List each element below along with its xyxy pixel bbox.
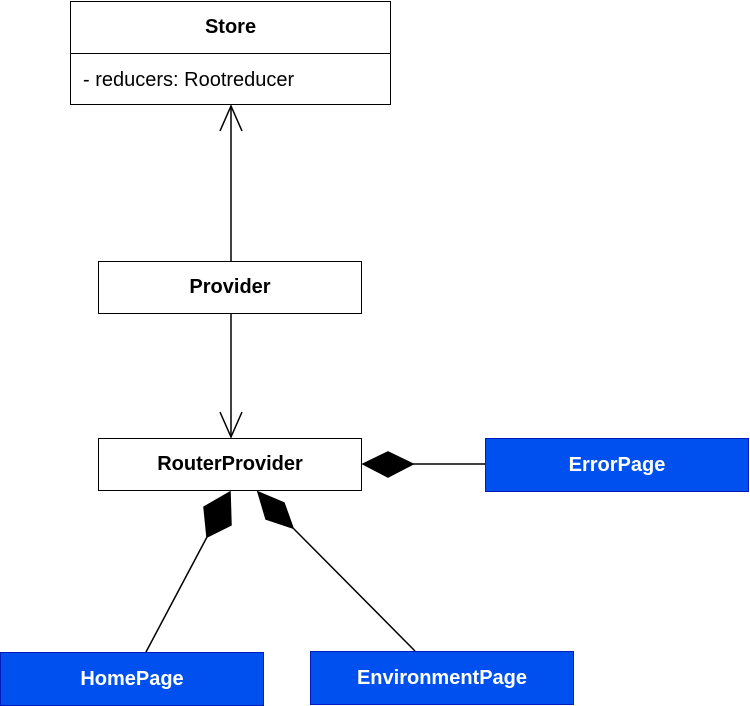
error-page-class-box[interactable]: ErrorPage xyxy=(485,438,749,492)
router-provider-class-title: RouterProvider xyxy=(157,453,303,475)
composition-diamond xyxy=(361,451,415,478)
edge-error-page-composition xyxy=(361,451,485,478)
edge-environment-page-composition xyxy=(256,490,416,652)
error-page-class-title: ErrorPage xyxy=(568,453,666,476)
environment-page-class-title: EnvironmentPage xyxy=(356,666,528,689)
router-provider-class-box[interactable]: RouterProvider xyxy=(98,438,362,491)
store-class-title: Store xyxy=(71,2,390,54)
edge-provider-to-store xyxy=(219,104,243,261)
home-page-class-box[interactable]: HomePage xyxy=(0,652,264,706)
provider-class-title: Provider xyxy=(189,276,271,298)
home-page-class-title: HomePage xyxy=(80,667,184,690)
composition-diamond xyxy=(203,490,232,539)
edge-provider-to-router-provider xyxy=(219,314,243,439)
edge-home-page-composition xyxy=(145,490,232,653)
environment-page-class-box[interactable]: EnvironmentPage xyxy=(310,651,574,705)
composition-diamond xyxy=(256,490,295,530)
store-class-box[interactable]: Store - reducers: Rootreducer xyxy=(70,1,391,105)
store-class-attribute: - reducers: Rootreducer xyxy=(83,68,295,91)
provider-class-box[interactable]: Provider xyxy=(98,261,362,314)
